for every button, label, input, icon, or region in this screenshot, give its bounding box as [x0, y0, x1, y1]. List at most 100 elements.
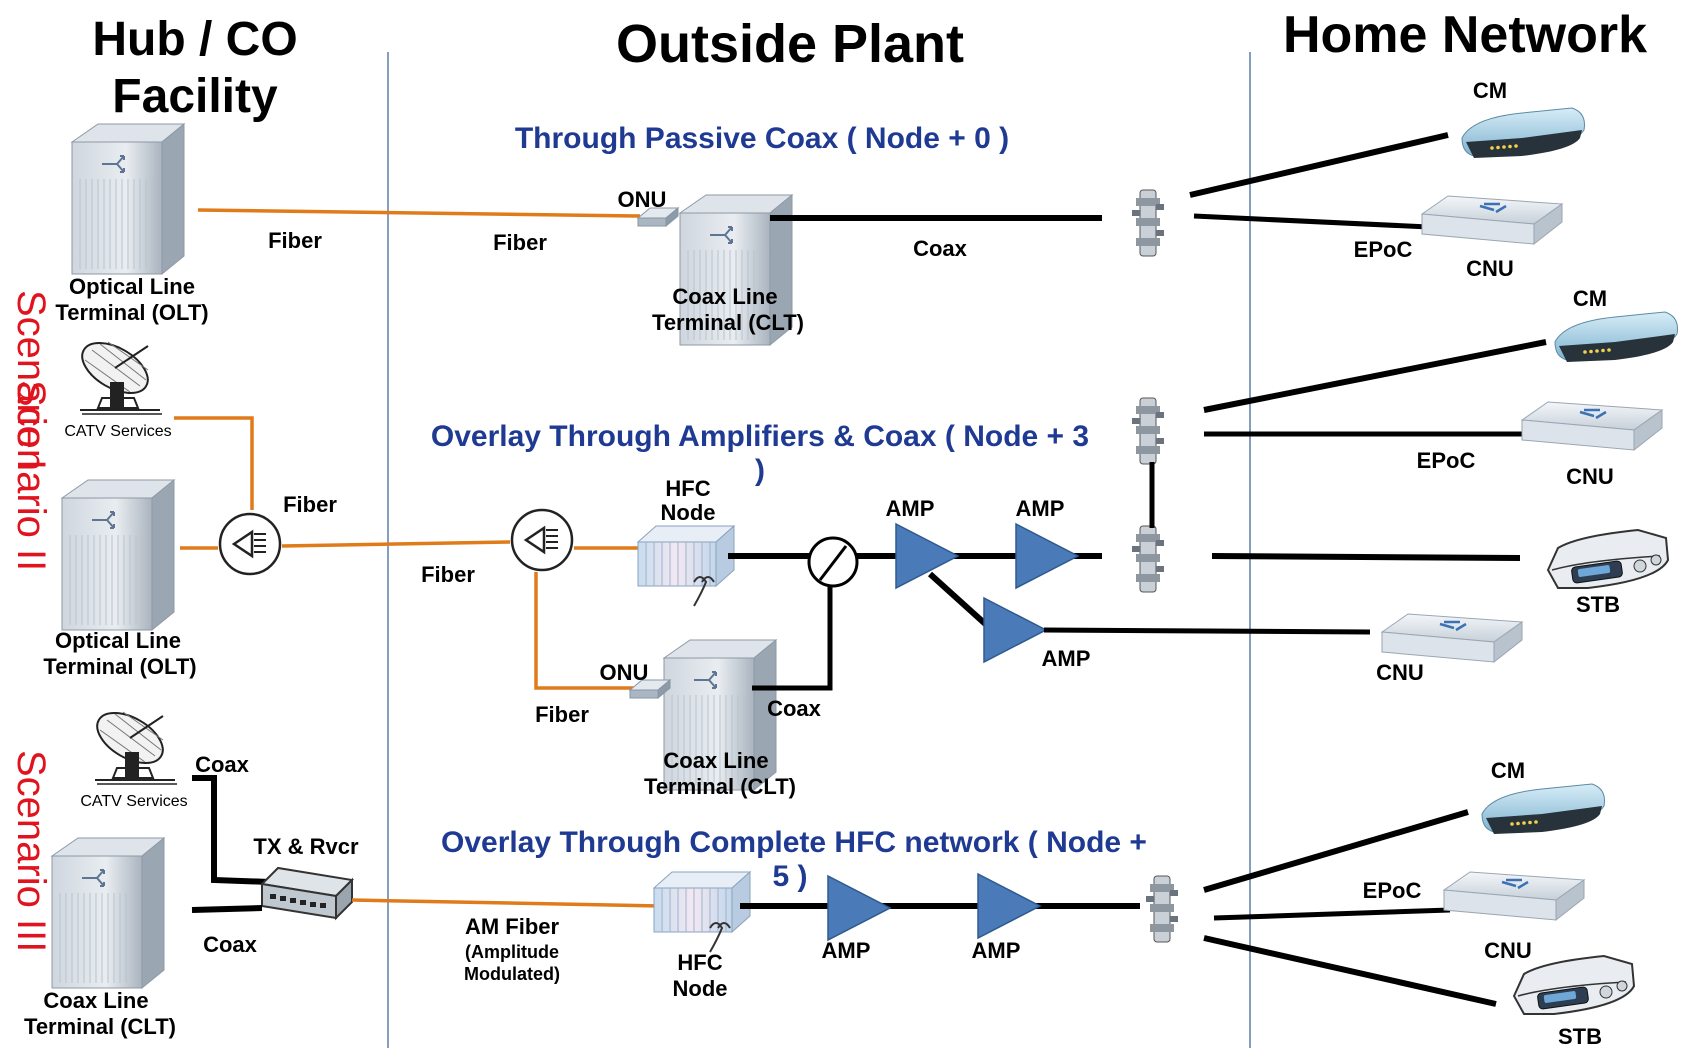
- epoc-s2-label: EPoC: [1417, 448, 1476, 473]
- hfc-s3-label-a: HFC: [677, 950, 722, 975]
- coax-catv-to-tx: [192, 775, 271, 885]
- splitter-s2a-coax-splitter-icon: [1131, 397, 1165, 465]
- amp-s3-2-amplifier-icon: [977, 873, 1041, 939]
- amp-s3-1-amplifier-icon: [827, 875, 891, 941]
- olt-1-label-a: Optical Line: [69, 274, 195, 299]
- hfc-s2-label-a: HFC: [665, 476, 710, 501]
- stb-s3-set-top-box-icon: [1513, 955, 1635, 1015]
- fiber-s2-trunk: [281, 540, 511, 548]
- splitter-s1-coax-splitter-icon: [1131, 189, 1165, 257]
- coax-s3-label-b: Coax: [203, 932, 258, 957]
- cm-s2-cable-modem-icon: [1554, 311, 1678, 363]
- cnu-s2b-label: CNU: [1376, 660, 1424, 685]
- catv-s2-satellite-dish-icon: [72, 331, 163, 415]
- clt-hub-label-a: Coax Line: [43, 988, 148, 1013]
- clt-hub-label-b: Terminal (CLT): [24, 1014, 176, 1039]
- title-scenario-3a: Overlay Through Complete HFC network ( N…: [441, 826, 1147, 859]
- coax-s2-to-stb: [1211, 553, 1521, 561]
- fiber-s1: [197, 208, 641, 218]
- title-scenario-3b: 5 ): [772, 860, 807, 893]
- cm-s1-label: CM: [1473, 78, 1507, 103]
- clt-2-label-b: Terminal (CLT): [644, 774, 796, 799]
- coax-s2-branch: [927, 571, 995, 633]
- fiber-s1-label-a: Fiber: [268, 228, 322, 253]
- coax-clt2-up: [752, 560, 833, 691]
- fiber-s2-label-a: Fiber: [283, 492, 337, 517]
- amp-s2-1-amplifier-icon: [895, 523, 959, 589]
- coax-s2-to-cnu2: [1043, 627, 1371, 635]
- cm-s1-cable-modem-icon: [1461, 107, 1585, 159]
- cnu-s1-label: CNU: [1466, 256, 1514, 281]
- stb-s2-label: STB: [1576, 592, 1620, 617]
- epoc-s3-label: EPoC: [1363, 878, 1422, 903]
- onu-2-label: ONU: [600, 660, 649, 685]
- amp-s3-2-label: AMP: [972, 938, 1021, 963]
- fiber-coupler-to-onu: [534, 572, 650, 690]
- stb-s3-label: STB: [1558, 1024, 1602, 1048]
- olt-2-rack-terminal-icon: [61, 479, 175, 631]
- txrvcr-label: TX & Rvcr: [253, 834, 359, 859]
- hfc-s3-label-b: Node: [673, 976, 728, 1001]
- fiber-s2-label-c: Fiber: [535, 702, 589, 727]
- catv-s3-satellite-dish-icon: [87, 701, 178, 785]
- clt-1-label-a: Coax Line: [672, 284, 777, 309]
- cnu-s3-label: CNU: [1484, 938, 1532, 963]
- clt-1-label-b: Terminal (CLT): [652, 310, 804, 335]
- catv-s3-label: CATV Services: [80, 793, 187, 810]
- coax-s2-label: Coax: [767, 696, 822, 721]
- olt-1-rack-terminal-icon: [71, 123, 185, 275]
- cnu-s2b-icon: [1380, 612, 1524, 664]
- header-home-network: Home Network: [1283, 6, 1647, 64]
- amp-mod-label-a: (Amplitude: [465, 942, 559, 962]
- amp-mod-label-b: Modulated): [464, 964, 560, 984]
- coupler-2-optical-coupler-icon: [510, 508, 574, 572]
- coax-s3-to-stb: [1203, 935, 1497, 1007]
- stb-s2-set-top-box-icon: [1547, 529, 1669, 589]
- olt-2-label-b: Terminal (OLT): [43, 654, 196, 679]
- cnu-s1-icon: [1420, 194, 1564, 246]
- cm-s2-label: CM: [1573, 286, 1607, 311]
- hfc-s2-node-icon: [637, 525, 735, 607]
- hfc-s2-label-b: Node: [661, 500, 716, 525]
- cnu-s3-icon: [1442, 870, 1586, 922]
- coax-clt-to-tx: [191, 905, 263, 913]
- coax-s3-to-cm: [1203, 809, 1469, 893]
- amp-s2-3-amplifier-icon: [983, 597, 1047, 663]
- onu-1-label: ONU: [618, 187, 667, 212]
- tx-rvcr-receiver-icon: [261, 867, 353, 919]
- clt-hub-rack-terminal-icon: [51, 837, 165, 989]
- title-scenario-2a: Overlay Through Amplifiers & Coax ( Node…: [431, 420, 1089, 453]
- epoc-s1-label: EPoC: [1354, 237, 1413, 262]
- coax-s2-to-cm: [1203, 339, 1547, 413]
- header-outside-plant: Outside Plant: [616, 14, 964, 74]
- splitter-s3-coax-splitter-icon: [1145, 875, 1179, 943]
- coax-s3-to-cnu: [1213, 907, 1451, 921]
- coax-s1-label: Coax: [913, 236, 968, 261]
- splitter-s2b-coax-splitter-icon: [1131, 525, 1165, 593]
- coax-s1-to-cnu: [1193, 213, 1451, 231]
- olt-1-label-b: Terminal (OLT): [55, 300, 208, 325]
- coupler-1-optical-coupler-icon: [218, 512, 282, 576]
- title-scenario-1: Through Passive Coax ( Node + 0 ): [515, 122, 1009, 155]
- cm-s3-label: CM: [1491, 758, 1525, 783]
- cnu-s2-label: CNU: [1566, 464, 1614, 489]
- olt-2-label-a: Optical Line: [55, 628, 181, 653]
- catv-s2-label: CATV Services: [64, 423, 171, 440]
- hfc-s3-node-icon: [653, 871, 751, 953]
- clt-2-label-a: Coax Line: [663, 748, 768, 773]
- amp-s2-2-amplifier-icon: [1015, 523, 1079, 589]
- coax-s1-to-cm: [1189, 132, 1449, 198]
- fiber-s1-label-b: Fiber: [493, 230, 547, 255]
- amp-s2-3-label: AMP: [1042, 646, 1091, 671]
- cnu-s2-icon: [1520, 400, 1664, 452]
- scenario-2-label: Scenario II: [9, 380, 53, 571]
- title-scenario-2b: ): [755, 454, 765, 487]
- coax-s3-label-a: Coax: [195, 752, 250, 777]
- header-hub: Hub / CO: [92, 13, 297, 66]
- amp-s2-1-label: AMP: [886, 496, 935, 521]
- scenario-3-label: Scenario III: [9, 750, 53, 952]
- scenario-1-label: Scenario I: [9, 290, 53, 470]
- fiber-catv-s2: [174, 416, 254, 510]
- amp-s2-2-label: AMP: [1016, 496, 1065, 521]
